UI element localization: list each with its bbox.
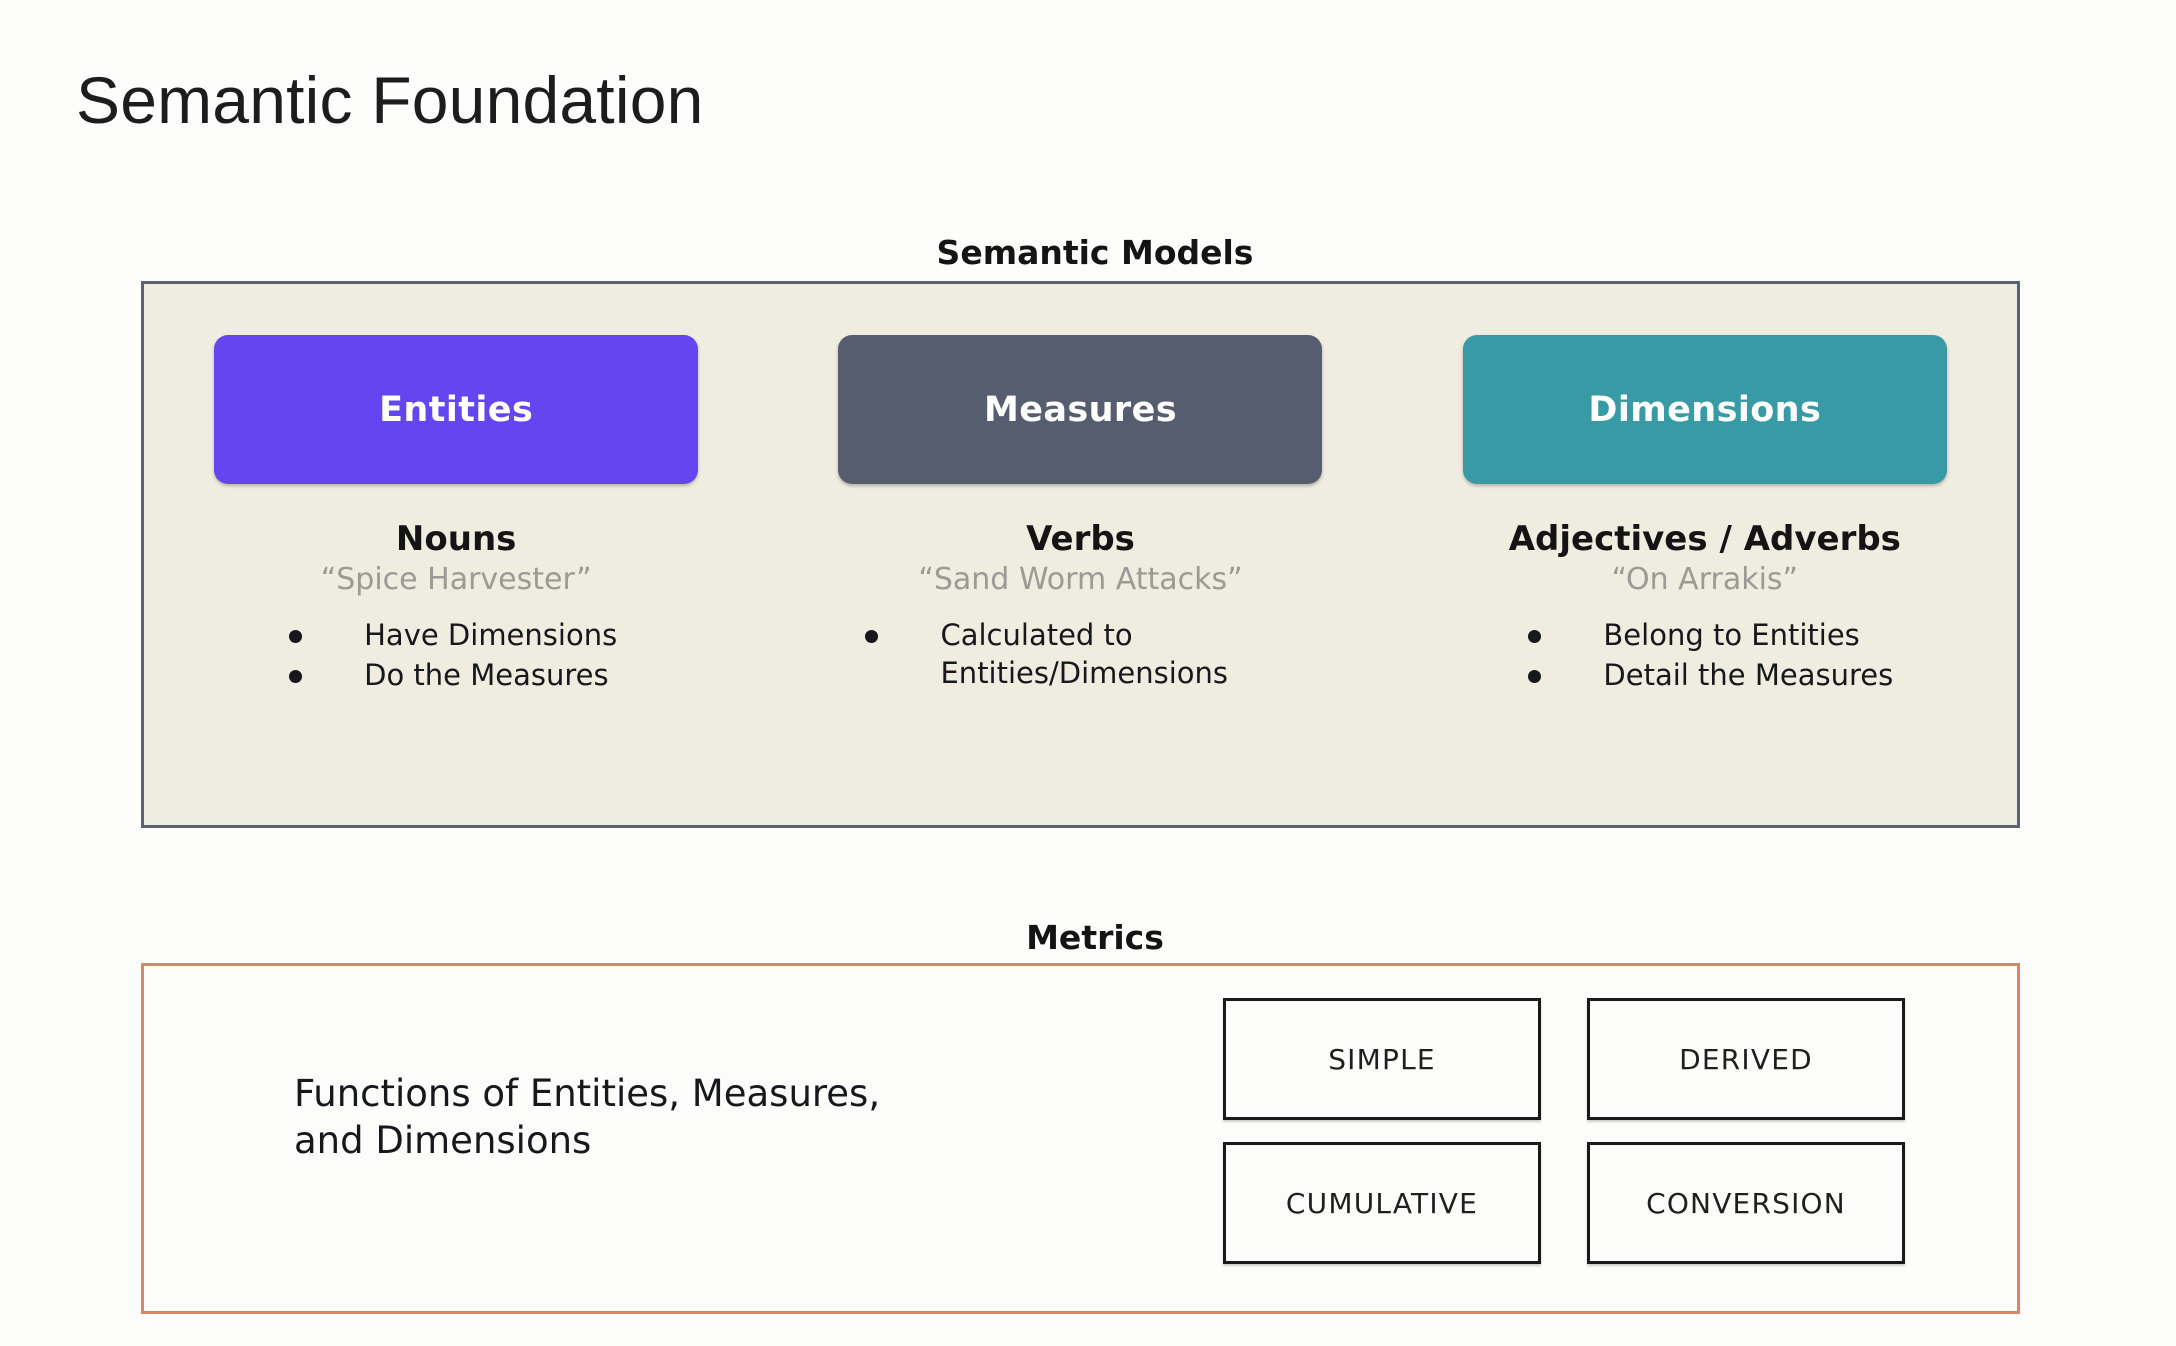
metrics-description: Functions of Entities, Measures, and Dim… — [294, 1072, 881, 1163]
model-column-measures: Measures Verbs “Sand Worm Attacks” Calcu… — [768, 284, 1392, 825]
bullet-dot-icon — [1528, 630, 1542, 644]
list-item: Do the Measures — [289, 657, 617, 695]
dimensions-part-of-speech: Adjectives / Adverbs — [1508, 519, 1901, 559]
bullet-text: Belong to Entities — [1603, 618, 1860, 653]
metric-box-cumulative[interactable]: CUMULATIVE — [1223, 1142, 1541, 1264]
metric-box-simple[interactable]: SIMPLE — [1223, 998, 1541, 1120]
measures-bullet-list: Calculated to Entities/Dimensions — [865, 617, 1295, 694]
metric-box-conversion[interactable]: CONVERSION — [1587, 1142, 1905, 1264]
semantic-models-heading: Semantic Models — [936, 233, 1254, 272]
page-title: Semantic Foundation — [76, 63, 704, 137]
measures-example: “Sand Worm Attacks” — [918, 561, 1243, 597]
bullet-dot-icon — [1528, 669, 1542, 683]
metrics-panel: Functions of Entities, Measures, and Dim… — [141, 963, 2020, 1314]
metrics-heading: Metrics — [1026, 918, 1164, 957]
entities-bullet-list: Have Dimensions Do the Measures — [289, 617, 617, 696]
bullet-dot-icon — [289, 630, 303, 644]
list-item: Have Dimensions — [289, 617, 617, 655]
dimensions-example: “On Arrakis” — [1611, 561, 1799, 597]
bullet-dot-icon — [289, 669, 303, 683]
bullet-text: Do the Measures — [364, 657, 609, 692]
dimensions-pill[interactable]: Dimensions — [1462, 335, 1947, 484]
entities-part-of-speech: Nouns — [395, 519, 517, 559]
list-item: Calculated to Entities/Dimensions — [865, 617, 1295, 692]
bullet-text: Calculated to Entities/Dimensions — [940, 618, 1229, 690]
bullet-dot-icon — [865, 630, 879, 644]
metric-box-derived[interactable]: DERIVED — [1587, 998, 1905, 1120]
list-item: Detail the Measures — [1528, 657, 1893, 695]
dimensions-bullet-list: Belong to Entities Detail the Measures — [1528, 617, 1893, 696]
bullet-text: Have Dimensions — [364, 618, 618, 653]
measures-pill[interactable]: Measures — [838, 335, 1323, 484]
model-column-dimensions: Dimensions Adjectives / Adverbs “On Arra… — [1393, 284, 2017, 825]
entities-pill[interactable]: Entities — [214, 335, 699, 484]
model-column-entities: Entities Nouns “Spice Harvester” Have Di… — [144, 284, 768, 825]
measures-part-of-speech: Verbs — [1026, 519, 1135, 559]
metric-type-grid: SIMPLE DERIVED CUMULATIVE CONVERSION — [1223, 998, 1923, 1264]
entities-example: “Spice Harvester” — [320, 561, 592, 597]
list-item: Belong to Entities — [1528, 617, 1893, 655]
bullet-text: Detail the Measures — [1603, 657, 1894, 692]
semantic-models-panel: Entities Nouns “Spice Harvester” Have Di… — [141, 281, 2020, 828]
